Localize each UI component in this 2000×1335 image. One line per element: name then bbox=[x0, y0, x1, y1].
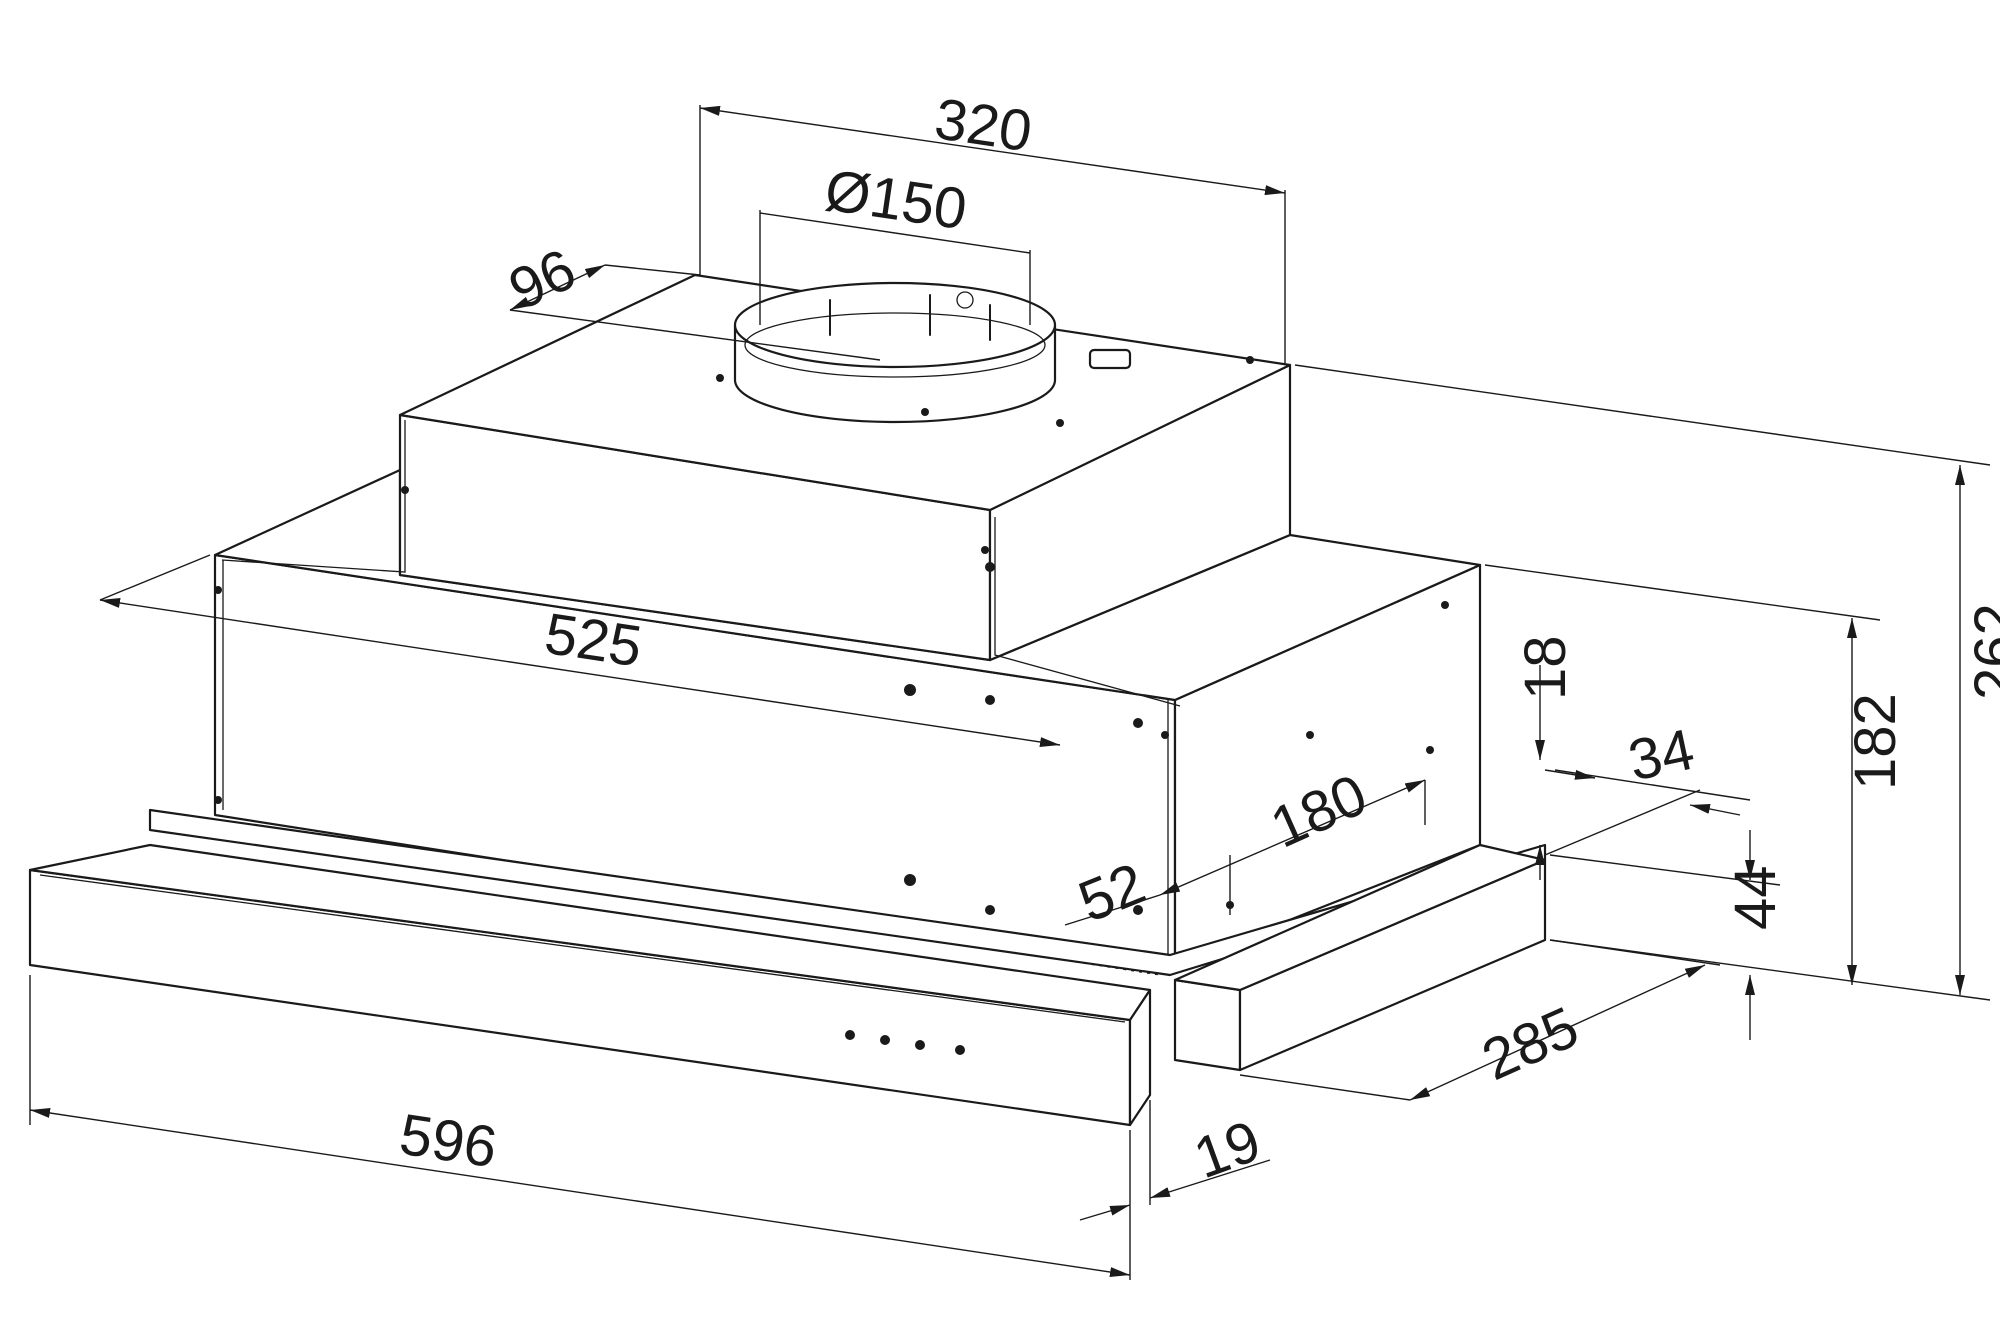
collar-screw-icon bbox=[956, 291, 974, 309]
duct-collar bbox=[733, 281, 1132, 424]
collar-inner bbox=[744, 312, 1046, 378]
dim-line-19b bbox=[1149, 1159, 1271, 1199]
ext-line bbox=[1549, 939, 1991, 1001]
screw-hole bbox=[1161, 731, 1169, 739]
screw-hole bbox=[985, 905, 995, 915]
dim-line-525 bbox=[99, 598, 1061, 747]
ext-line bbox=[509, 309, 881, 361]
ext-line bbox=[1549, 854, 1781, 886]
dim-line-180 bbox=[1159, 779, 1426, 896]
dim-line-285 bbox=[1409, 964, 1706, 1101]
screw-hole bbox=[1056, 419, 1064, 427]
control-button-icon[interactable] bbox=[880, 1035, 890, 1045]
label-262: 262 bbox=[1963, 603, 2000, 700]
label-19: 19 bbox=[1186, 1108, 1269, 1191]
screw-hole bbox=[1246, 356, 1254, 364]
control-button-icon[interactable] bbox=[915, 1040, 925, 1050]
control-buttons bbox=[845, 1030, 965, 1055]
collar-rim bbox=[733, 281, 1057, 369]
label-18: 18 bbox=[1513, 635, 1578, 700]
screw-hole bbox=[401, 486, 409, 494]
label-34: 34 bbox=[1623, 717, 1700, 794]
screw-hole bbox=[1426, 746, 1434, 754]
label-44: 44 bbox=[1723, 865, 1788, 930]
ext-line bbox=[99, 554, 211, 601]
dim-line-150 bbox=[759, 212, 1031, 254]
ext-line bbox=[1239, 1074, 1411, 1101]
control-button-icon[interactable] bbox=[845, 1030, 855, 1040]
valve-clip-icon bbox=[1088, 348, 1132, 370]
control-button-icon[interactable] bbox=[955, 1045, 965, 1055]
front-panel bbox=[28, 843, 1152, 1127]
side-block-front bbox=[1173, 978, 1242, 1072]
front-flange bbox=[221, 420, 406, 573]
dim-line-52 bbox=[1064, 894, 1161, 926]
dim-line-34 bbox=[1544, 769, 1596, 780]
screw-hole bbox=[1441, 601, 1449, 609]
ext-line bbox=[604, 264, 701, 276]
screw-hole bbox=[214, 586, 222, 594]
label-285: 285 bbox=[1473, 994, 1588, 1093]
screw-hole bbox=[1133, 905, 1143, 915]
screw-hole bbox=[921, 408, 929, 416]
label-320: 320 bbox=[931, 86, 1036, 164]
label-182: 182 bbox=[1843, 693, 1908, 790]
screw-hole bbox=[904, 874, 916, 886]
label-diameter-150: Ø150 bbox=[821, 158, 971, 243]
screw-hole bbox=[1306, 731, 1314, 739]
dim-line-596 bbox=[29, 1108, 1131, 1277]
screw-hole bbox=[981, 546, 989, 554]
panel-highlight bbox=[39, 874, 1126, 1023]
screw-hole bbox=[214, 796, 222, 804]
screw-hole bbox=[904, 684, 916, 696]
label-525: 525 bbox=[541, 601, 646, 680]
screw-hole bbox=[716, 374, 724, 382]
panel-edge bbox=[1128, 988, 1152, 1127]
dim-line-320 bbox=[699, 105, 1286, 196]
ext-line bbox=[1294, 364, 1991, 466]
dim-line-19 bbox=[1079, 1204, 1131, 1221]
dim-line-96 bbox=[509, 264, 606, 311]
ext-line bbox=[1484, 564, 1881, 621]
base-frame bbox=[148, 808, 1547, 1072]
label-596: 596 bbox=[396, 1102, 501, 1181]
ext-line bbox=[1544, 789, 1701, 856]
dim-line-34b bbox=[1689, 804, 1741, 816]
screw-hole bbox=[1133, 718, 1143, 728]
screw-hole bbox=[985, 695, 995, 705]
screw-hole bbox=[985, 562, 995, 572]
dimension-lines bbox=[29, 105, 1991, 1280]
